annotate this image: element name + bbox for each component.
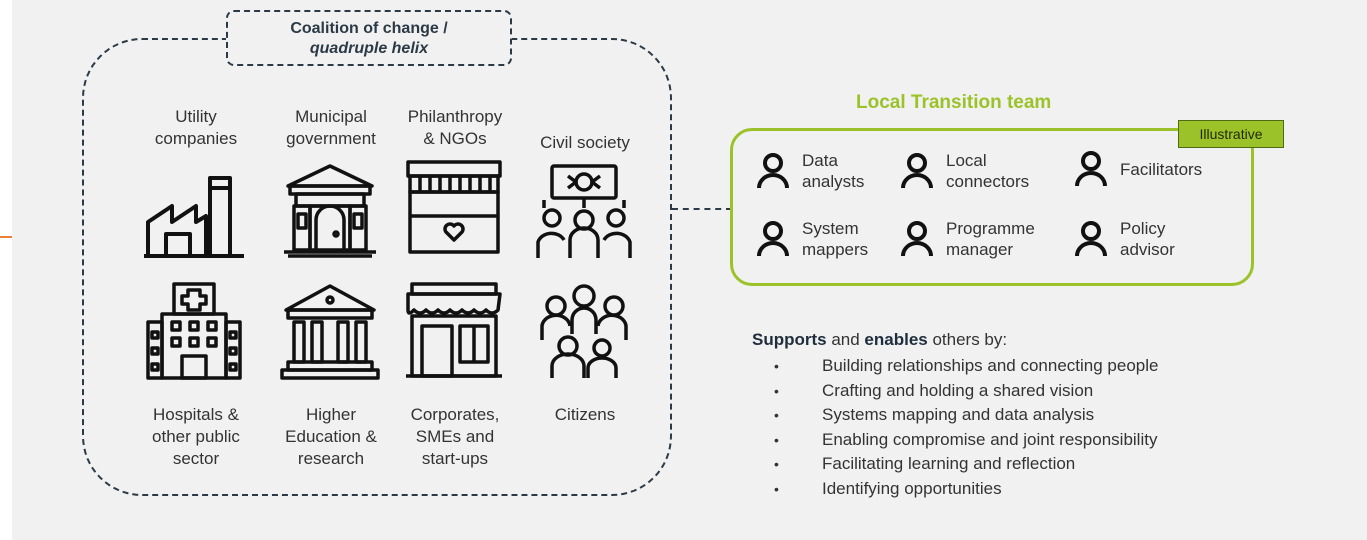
role-label: Policy advisor bbox=[1120, 219, 1175, 259]
list-item: Identifying opportunities bbox=[774, 477, 1158, 502]
connector-line bbox=[672, 208, 732, 210]
supports-word: Supports bbox=[752, 330, 827, 349]
role-label: Data analysts bbox=[802, 151, 865, 191]
label-municipal-government: Municipal government bbox=[286, 107, 376, 148]
label-higher-education: Higher Education & research bbox=[285, 405, 377, 468]
supports-list: Building relationships and connecting pe… bbox=[774, 354, 1158, 501]
role-system-mappers: System mappers bbox=[756, 218, 868, 260]
list-item: Building relationships and connecting pe… bbox=[774, 354, 1158, 379]
label-civil-society: Civil society bbox=[540, 133, 630, 152]
role-data-analysts: Data analysts bbox=[756, 150, 864, 192]
person-icon bbox=[1075, 221, 1107, 257]
label-utility-companies: Utility companies bbox=[154, 107, 238, 148]
team-title: Local Transition team bbox=[856, 92, 1052, 113]
role-label: Local connectors bbox=[946, 151, 1030, 191]
label-hospitals: Hospitals & other public sector bbox=[152, 405, 240, 468]
university-icon bbox=[280, 282, 380, 382]
label-citizens: Citizens bbox=[554, 405, 616, 424]
role-label: Programme manager bbox=[946, 219, 1035, 259]
enables-word: enables bbox=[864, 330, 928, 349]
protest-icon bbox=[534, 162, 634, 262]
supports-rest: others by: bbox=[927, 330, 1008, 349]
supports-and: and bbox=[826, 330, 865, 349]
role-local-connectors: Local connectors bbox=[900, 150, 1029, 192]
charity-icon bbox=[404, 156, 504, 256]
list-item: Systems mapping and data analysis bbox=[774, 403, 1158, 428]
list-item: Crafting and holding a shared vision bbox=[774, 379, 1158, 404]
role-programme-manager: Programme manager bbox=[900, 218, 1035, 260]
coalition-title: Coalition of change / quadruple helix bbox=[226, 10, 512, 66]
person-icon bbox=[757, 153, 789, 189]
accent-mark bbox=[0, 236, 12, 238]
coalition-title-line1: Coalition of change / bbox=[290, 20, 448, 37]
person-icon bbox=[1075, 151, 1107, 187]
illustrative-badge: Illustrative bbox=[1178, 120, 1284, 148]
role-policy-advisor: Policy advisor bbox=[1074, 218, 1175, 260]
list-item: Enabling compromise and joint responsibi… bbox=[774, 428, 1158, 453]
store-icon bbox=[404, 280, 504, 380]
person-icon bbox=[901, 153, 933, 189]
team-frame bbox=[730, 128, 1254, 286]
label-corporates: Corporates, SMEs and start-ups bbox=[410, 405, 500, 468]
coalition-title-line2: quadruple helix bbox=[309, 40, 429, 57]
person-icon bbox=[757, 221, 789, 257]
government-building-icon bbox=[280, 160, 380, 260]
role-label: Facilitators bbox=[1120, 159, 1203, 179]
supports-heading: Supports and enables others by: bbox=[752, 330, 1352, 350]
people-group-icon bbox=[534, 280, 634, 380]
role-facilitators: Facilitators bbox=[1074, 150, 1202, 188]
label-philanthropy-ngos: Philanthropy & NGOs bbox=[407, 107, 503, 148]
hospital-icon bbox=[144, 282, 244, 382]
role-label: System mappers bbox=[802, 219, 869, 259]
factory-icon bbox=[144, 164, 244, 264]
list-item: Facilitating learning and reflection bbox=[774, 452, 1158, 477]
person-icon bbox=[901, 221, 933, 257]
